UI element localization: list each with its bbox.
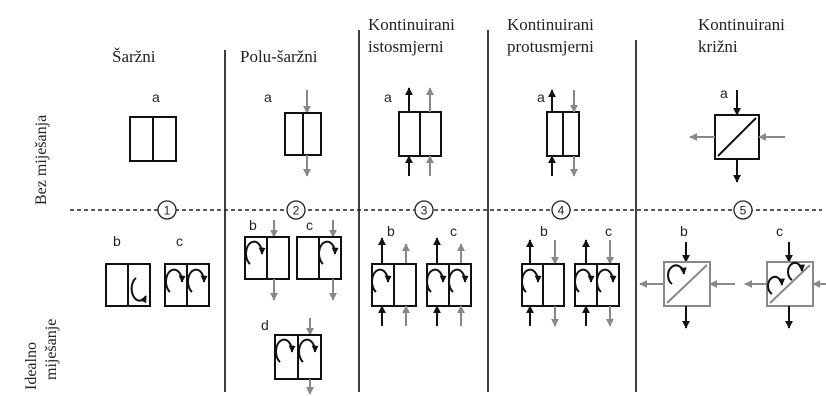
row-label-no-mixing: Bez miješanja (33, 115, 50, 205)
sublabel-2a: a (264, 89, 272, 105)
sublabel-1b: b (113, 233, 121, 249)
column-header-crossflow-line1: Kontinuirani (698, 15, 785, 34)
svg-text:3: 3 (421, 204, 428, 218)
sublabel-1c: c (176, 233, 183, 249)
sublabel-5a: a (720, 85, 728, 101)
sublabel-3c: c (450, 223, 457, 239)
column-header-cocurrent-line2: istosmjerni (368, 37, 444, 56)
sublabel-4c: c (605, 223, 612, 239)
sublabel-1a: a (152, 89, 160, 105)
reactor-1a (129, 116, 177, 162)
svg-text:2: 2 (293, 204, 300, 218)
reactor-5b (639, 242, 735, 329)
sublabel-3a: a (384, 89, 392, 105)
reactor-5a (689, 90, 785, 183)
reactor-2c (296, 220, 342, 301)
column-header-semi-batch: Polu-šaržni (240, 47, 318, 66)
column-header-crossflow-line2: križni (698, 37, 738, 56)
sublabel-5c: c (776, 223, 783, 239)
reactor-4c (574, 239, 620, 327)
column-header-batch: Šaržni (112, 47, 156, 66)
svg-text:5: 5 (740, 204, 747, 218)
svg-text:1: 1 (164, 204, 171, 218)
row-label-ideal-mixing-line2: miješanje (43, 319, 60, 380)
reactor-3c (426, 237, 472, 326)
reactor-3b (371, 237, 417, 326)
column-header-countercurrent-line1: Kontinuirani (507, 15, 594, 34)
reactor-2d (274, 318, 322, 395)
sublabel-2b: b (249, 217, 257, 233)
case-number-5: 5 (733, 200, 753, 220)
reactor-4a (546, 89, 580, 177)
reactor-2b (244, 220, 290, 301)
reactor-2a (284, 90, 322, 177)
sublabel-2d: d (261, 317, 269, 333)
case-number-4: 4 (551, 200, 571, 220)
reactor-3a (398, 87, 442, 176)
svg-text:4: 4 (558, 204, 565, 218)
reactor-1c (164, 263, 210, 307)
case-number-1: 1 (157, 200, 177, 220)
sublabel-2c: c (306, 217, 313, 233)
column-header-countercurrent-line2: protusmjerni (507, 37, 594, 56)
reactor-1b (105, 263, 151, 307)
sublabel-3b: b (387, 223, 395, 239)
sublabel-4a: a (537, 89, 545, 105)
column-header-cocurrent-line1: Kontinuirani (368, 15, 455, 34)
reactor-4b (521, 239, 565, 327)
row-label-ideal-mixing-line1: Idealno (23, 342, 40, 390)
case-number-2: 2 (286, 200, 306, 220)
reactor-5c (744, 242, 826, 329)
sublabel-4b: b (540, 223, 548, 239)
case-number-3: 3 (414, 200, 434, 220)
sublabel-5b: b (680, 223, 688, 239)
